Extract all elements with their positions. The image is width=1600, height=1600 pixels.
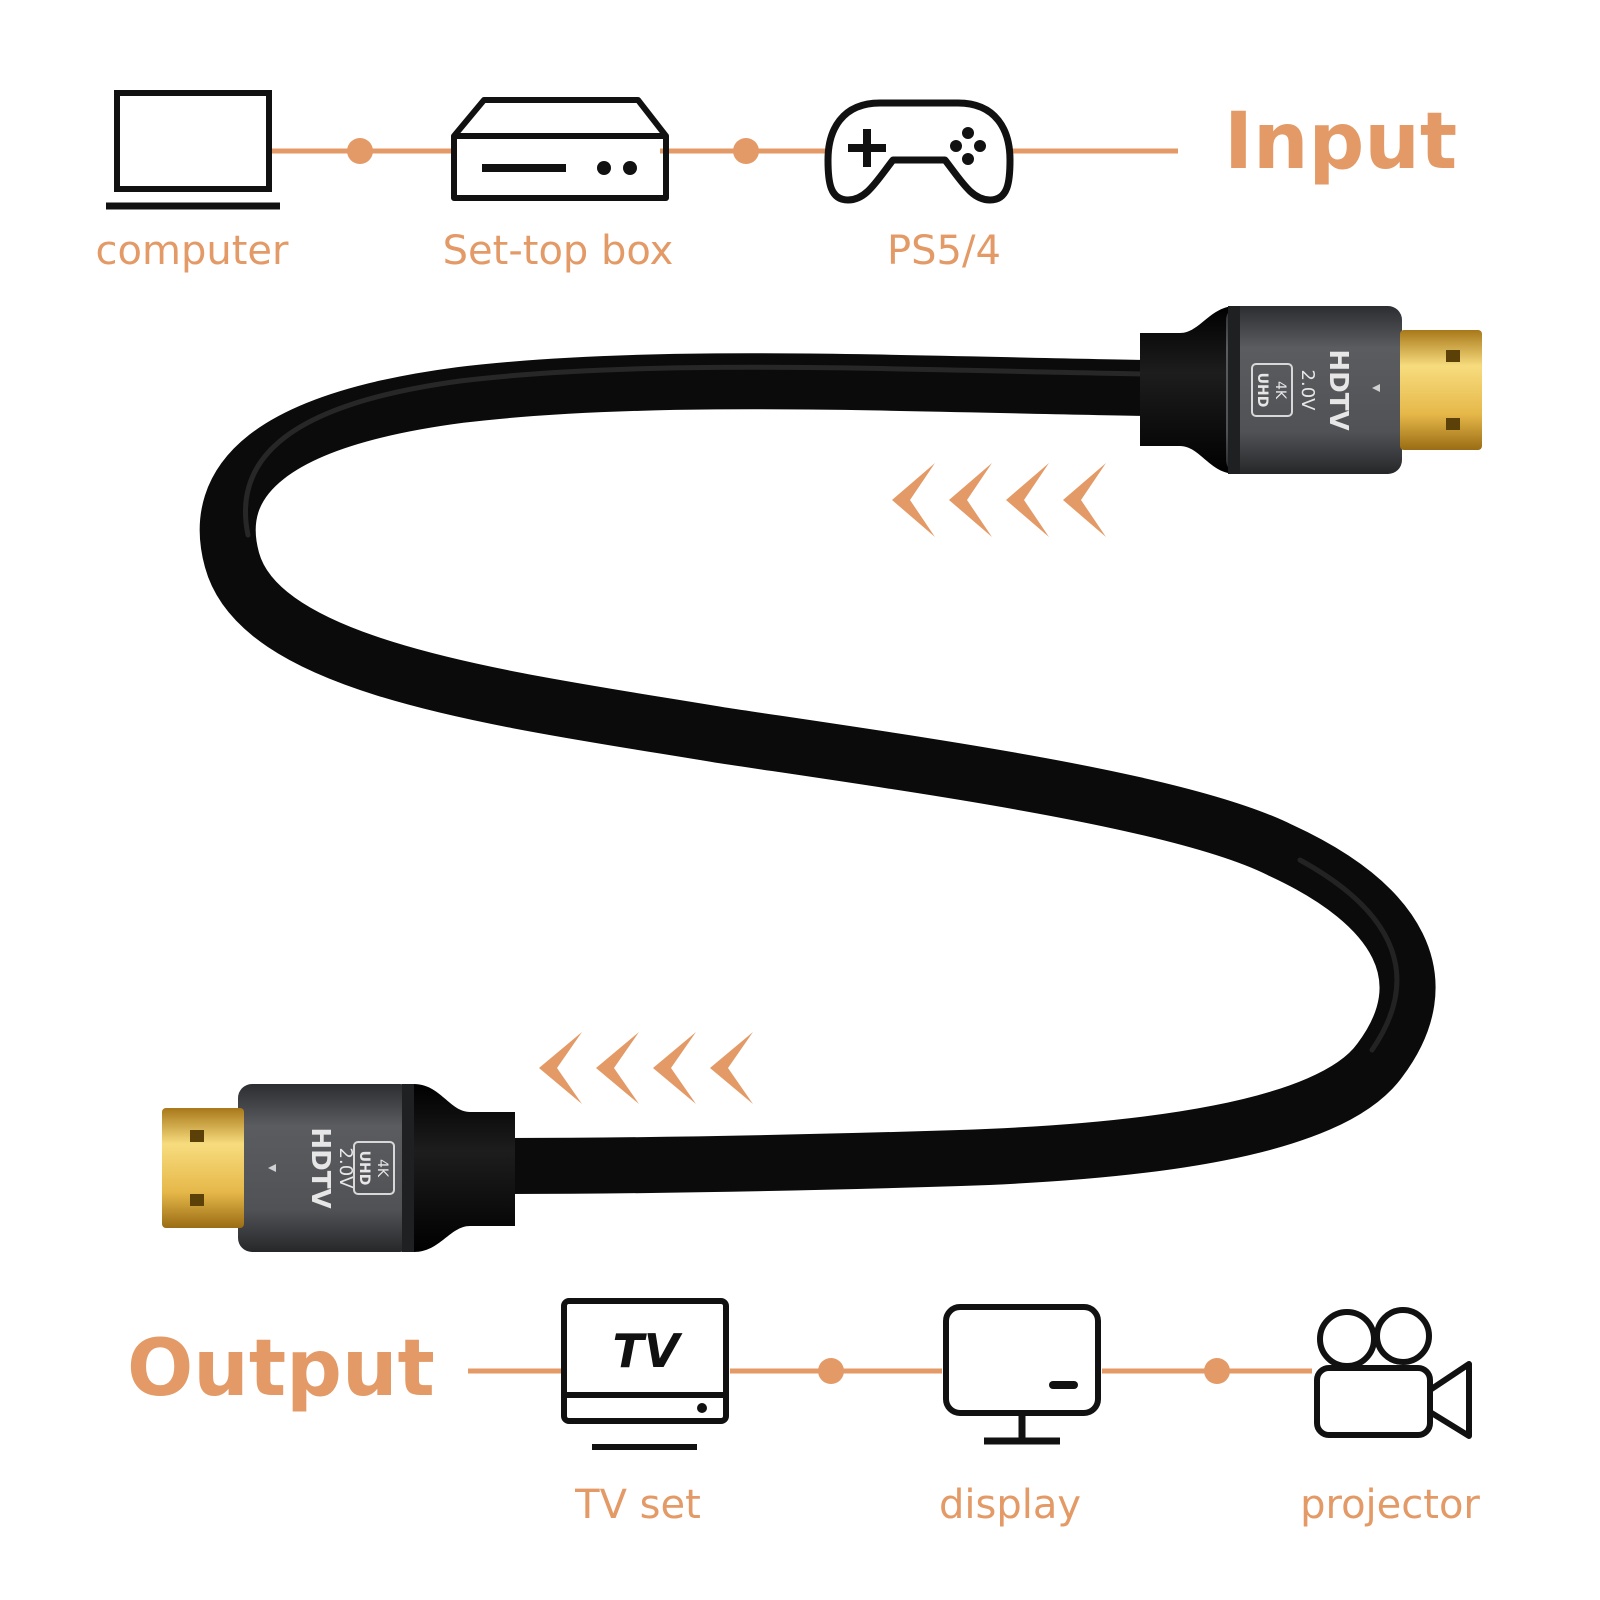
device-label-set-top-box: Set-top box xyxy=(443,228,674,274)
direction-arrows-lower xyxy=(539,1032,753,1104)
connector-badge-bottom: UHD xyxy=(356,1151,372,1186)
connector-dot xyxy=(347,138,373,164)
tv-screen-label: TV xyxy=(613,1324,683,1378)
input-title: Input xyxy=(1224,97,1457,187)
connector-dot xyxy=(1204,1358,1230,1384)
laptop-icon xyxy=(106,90,280,210)
connector-badge-top: 4K xyxy=(1272,381,1288,400)
video-camera-icon xyxy=(1314,1307,1472,1439)
gamepad-icon xyxy=(824,99,1014,204)
device-label-display: display xyxy=(939,1482,1081,1528)
connector-version-label: 2.0V xyxy=(1297,370,1318,412)
direction-arrows-upper xyxy=(892,463,1106,537)
connector-version-label: 2.0V xyxy=(335,1148,356,1190)
tv-icon: TV xyxy=(561,1298,729,1450)
hdmi-connector-output: HDTV 2.0V 4K UHD xyxy=(162,1084,515,1252)
connector-badge-top: 4K xyxy=(374,1159,390,1178)
set-top-box-icon xyxy=(451,97,669,201)
cable xyxy=(199,353,1436,1194)
connector-dot xyxy=(733,138,759,164)
cable-highlight xyxy=(1297,857,1400,1053)
connector-brand-label: HDTV xyxy=(305,1127,335,1208)
connector-dot xyxy=(818,1358,844,1384)
cable-highlight xyxy=(242,364,1153,538)
device-label-ps5: PS5/4 xyxy=(887,228,1001,274)
device-label-computer: computer xyxy=(96,228,289,274)
connector-brand-label: HDTV xyxy=(1323,349,1353,430)
connector-badge-bottom: UHD xyxy=(1254,373,1270,408)
hdmi-connector-input: HDTV 2.0V 4K UHD xyxy=(1140,306,1482,474)
device-label-tv-set: TV set xyxy=(574,1482,701,1528)
device-label-projector: projector xyxy=(1300,1482,1480,1528)
output-title: Output xyxy=(127,1324,435,1414)
monitor-icon xyxy=(943,1304,1101,1445)
